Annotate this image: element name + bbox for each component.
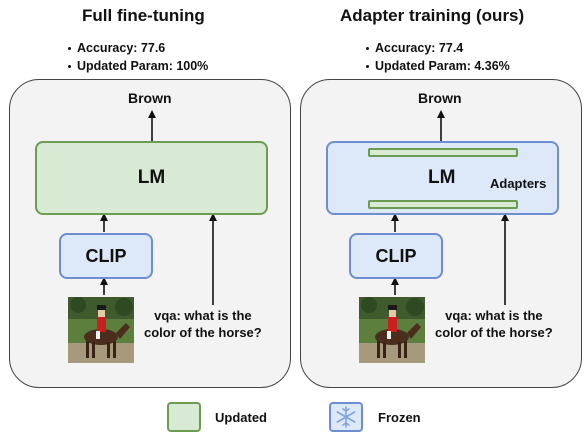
right-question-text: vqa: what is the color of the horse? <box>435 308 553 340</box>
right-clip-label: CLIP <box>375 245 417 266</box>
right-lm-label: LM <box>428 167 456 188</box>
left-params: Updated Param: 100% <box>68 59 208 73</box>
legend-updated-label: Updated <box>215 410 267 425</box>
legend-frozen-swatch <box>329 402 363 432</box>
right-clip-box: CLIP <box>349 233 443 279</box>
left-output-label: Brown <box>128 90 172 106</box>
legend-frozen-label: Frozen <box>378 410 421 425</box>
right-params: Updated Param: 4.36% <box>366 59 510 73</box>
right-adapter-bottom <box>368 200 518 209</box>
right-title: Adapter training (ours) <box>340 6 525 25</box>
left-panel <box>9 79 291 388</box>
right-output-label: Brown <box>418 90 462 106</box>
left-clip-box: CLIP <box>59 233 153 279</box>
adapters-label: Adapters <box>490 176 547 191</box>
left-accuracy: Accuracy: 77.6 <box>68 41 165 55</box>
legend-updated-swatch <box>167 402 201 432</box>
left-lm-label: LM <box>137 167 166 188</box>
snowflake-icon <box>336 406 356 428</box>
left-title: Full fine-tuning <box>82 6 205 25</box>
left-horse-rider-photo <box>68 297 134 363</box>
right-horse-rider-photo <box>359 297 425 363</box>
right-adapter-top <box>368 148 518 157</box>
left-lm-box: LM <box>35 141 268 215</box>
right-accuracy: Accuracy: 77.4 <box>366 41 463 55</box>
left-question-text: vqa: what is the color of the horse? <box>144 308 262 340</box>
left-clip-label: CLIP <box>85 245 127 266</box>
